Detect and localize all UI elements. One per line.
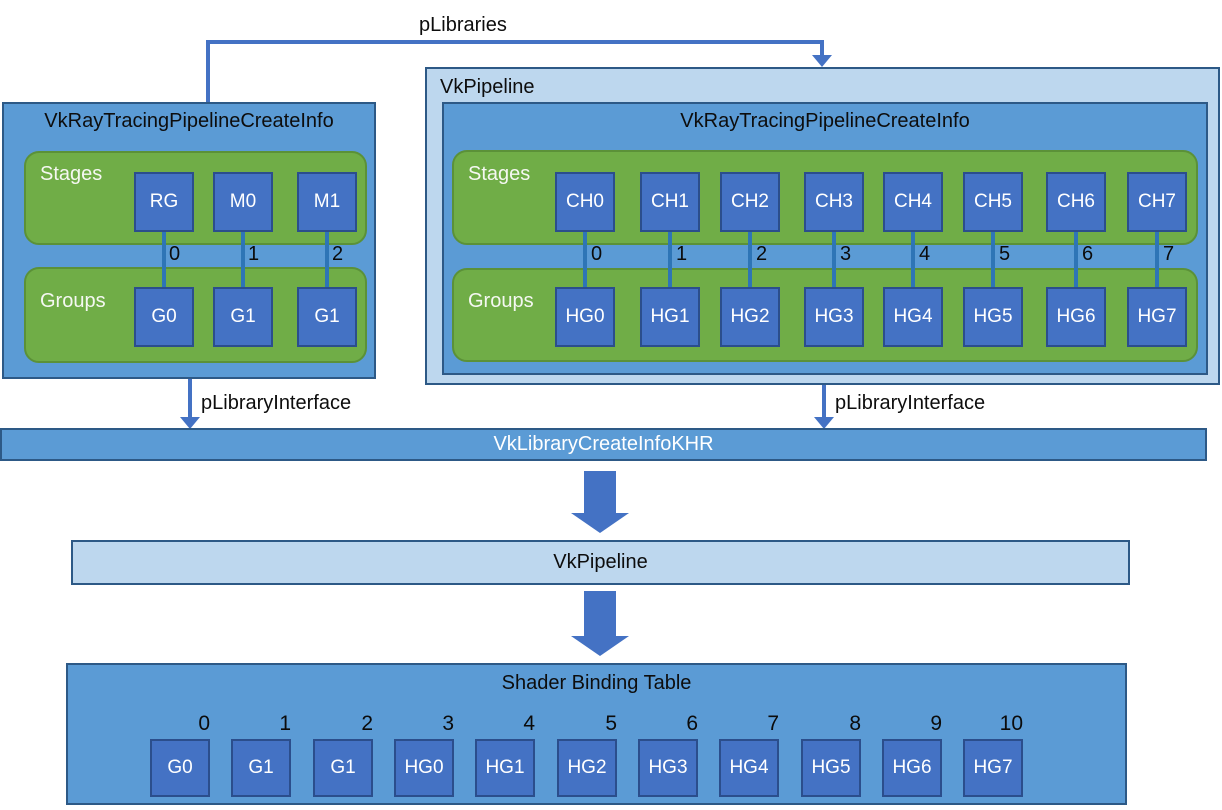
group-cell: G1 [213, 287, 273, 347]
sbt-index-label: 0 [198, 712, 210, 735]
sbt-cell: G1 [231, 739, 291, 797]
sbt-index-label: 2 [361, 712, 373, 735]
connector-line [991, 230, 995, 288]
stage-cell: CH0 [555, 172, 615, 232]
vkpipeline-box-title: VkPipeline [440, 76, 535, 98]
sbt-title: Shader Binding Table [501, 672, 692, 694]
sbt-index-label: 7 [767, 712, 779, 735]
plibrary-interface-arrow-right [822, 385, 826, 419]
connector-line [241, 230, 245, 288]
sbt-cell: G0 [150, 739, 210, 797]
sbt-index-label: 3 [442, 712, 454, 735]
sbt-index-label: 9 [930, 712, 942, 735]
plibraries-connector-line [206, 40, 823, 44]
connector-line [325, 230, 329, 288]
plibrary-interface-arrowhead-icon-left [180, 417, 200, 429]
sbt-cell: HG2 [557, 739, 617, 797]
vkpipeline-bar [71, 540, 1130, 585]
flow-arrowhead-icon [571, 636, 629, 656]
stage-cell: CH3 [804, 172, 864, 232]
stage-cell: M0 [213, 172, 273, 232]
stage-cell: CH5 [963, 172, 1023, 232]
plibraries-connector-line-left [206, 40, 210, 102]
stage-cell: CH7 [1127, 172, 1187, 232]
plibrary-interface-arrow-left [188, 379, 192, 419]
sbt-cell: HG4 [719, 739, 779, 797]
group-cell: G1 [297, 287, 357, 347]
sbt-index-label: 1 [279, 712, 291, 735]
stage-index-label: 1 [248, 243, 260, 265]
group-cell: HG5 [963, 287, 1023, 347]
group-cell: HG7 [1127, 287, 1187, 347]
stages-label-left: Stages [40, 163, 103, 185]
connector-line [1155, 230, 1159, 288]
raytracing-createinfo-title-left: VkRayTracingPipelineCreateInfo [44, 110, 334, 132]
stage-cell: CH6 [1046, 172, 1106, 232]
stage-index-label: 0 [591, 243, 603, 265]
sbt-cell: G1 [313, 739, 373, 797]
stage-index-label: 6 [1082, 243, 1094, 265]
sbt-cell: HG1 [475, 739, 535, 797]
stage-index-label: 3 [840, 243, 852, 265]
vkpipeline-bar-label: VkPipeline [553, 551, 648, 573]
group-cell: G0 [134, 287, 194, 347]
sbt-index-label: 4 [523, 712, 535, 735]
stage-index-label: 5 [999, 243, 1011, 265]
connector-line [748, 230, 752, 288]
group-cell: HG2 [720, 287, 780, 347]
group-cell: HG0 [555, 287, 615, 347]
library-createinfo-bar [0, 428, 1207, 461]
stage-cell: CH1 [640, 172, 700, 232]
plibrary-interface-label-right: pLibraryInterface [835, 392, 986, 414]
flow-arrowhead-icon [571, 513, 629, 533]
flow-arrow-icon [584, 471, 616, 513]
stage-index-label: 0 [169, 243, 181, 265]
plibraries-label: pLibraries [419, 14, 507, 36]
stage-index-label: 2 [332, 243, 344, 265]
stage-index-label: 2 [756, 243, 768, 265]
stage-index-label: 4 [919, 243, 931, 265]
stage-cell: CH4 [883, 172, 943, 232]
sbt-index-label: 10 [999, 712, 1023, 735]
connector-line [911, 230, 915, 288]
plibraries-arrowhead-icon [812, 55, 832, 67]
sbt-index-label: 5 [605, 712, 617, 735]
group-cell: HG4 [883, 287, 943, 347]
group-cell: HG6 [1046, 287, 1106, 347]
sbt-cell: HG0 [394, 739, 454, 797]
stage-index-label: 1 [676, 243, 688, 265]
groups-label-left: Groups [40, 290, 106, 312]
stage-cell: M1 [297, 172, 357, 232]
plibrary-interface-arrowhead-icon-right [814, 417, 834, 429]
flow-arrow-icon [584, 591, 616, 636]
sbt-cell: HG5 [801, 739, 861, 797]
library-createinfo-bar-label: VkLibraryCreateInfoKHR [493, 433, 714, 455]
stages-label-right: Stages [468, 163, 531, 185]
group-cell: HG3 [804, 287, 864, 347]
stage-cell: RG [134, 172, 194, 232]
connector-line [668, 230, 672, 288]
group-cell: HG1 [640, 287, 700, 347]
connector-line [832, 230, 836, 288]
raytracing-createinfo-title-right: VkRayTracingPipelineCreateInfo [680, 110, 970, 132]
sbt-cell: HG6 [882, 739, 942, 797]
plibraries-connector-line-right [820, 40, 824, 58]
sbt-cell: HG7 [963, 739, 1023, 797]
connector-line [1074, 230, 1078, 288]
sbt-index-label: 8 [849, 712, 861, 735]
connector-line [162, 230, 166, 288]
sbt-index-label: 6 [686, 712, 698, 735]
stage-index-label: 7 [1163, 243, 1175, 265]
groups-label-right: Groups [468, 290, 534, 312]
plibrary-interface-label-left: pLibraryInterface [201, 392, 352, 414]
sbt-cell: HG3 [638, 739, 698, 797]
stage-cell: CH2 [720, 172, 780, 232]
connector-line [583, 230, 587, 288]
